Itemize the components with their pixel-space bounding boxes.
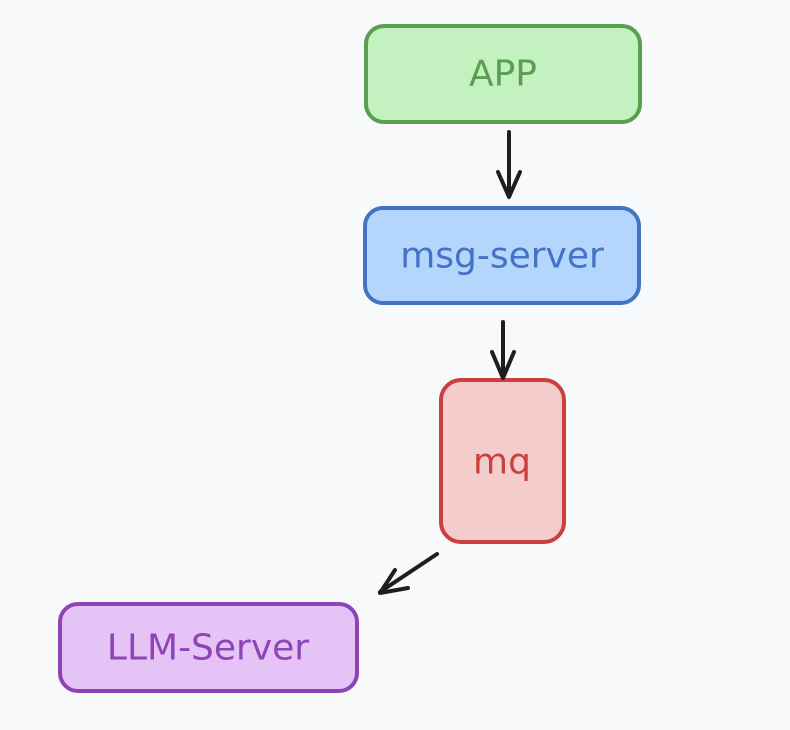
node-llm-server: LLM-Server <box>58 602 359 693</box>
node-mq-box <box>439 378 566 544</box>
node-msg-server-box <box>363 206 641 305</box>
edge-mq-to-llm-server <box>378 552 439 595</box>
node-app-label: APP <box>469 54 537 95</box>
node-llm-server-label: LLM-Server <box>107 628 309 669</box>
edge-mq-to-llm-server-line <box>378 552 439 594</box>
node-msg-server: msg-server <box>363 206 641 305</box>
edge-mq-to-llm-server-arrowhead <box>378 568 410 595</box>
node-mq: mq <box>439 378 566 544</box>
edge-msg-server-to-mq <box>490 320 516 380</box>
node-app-box <box>364 24 642 124</box>
node-app: APP <box>364 24 642 124</box>
node-llm-server-box <box>58 602 359 693</box>
edge-app-to-msg-server <box>496 130 522 199</box>
edge-app-to-msg-server-arrowhead <box>496 170 522 199</box>
edge-msg-server-to-mq-arrowhead <box>490 350 516 380</box>
node-mq-label: mq <box>473 442 531 483</box>
node-msg-server-label: msg-server <box>400 236 604 277</box>
